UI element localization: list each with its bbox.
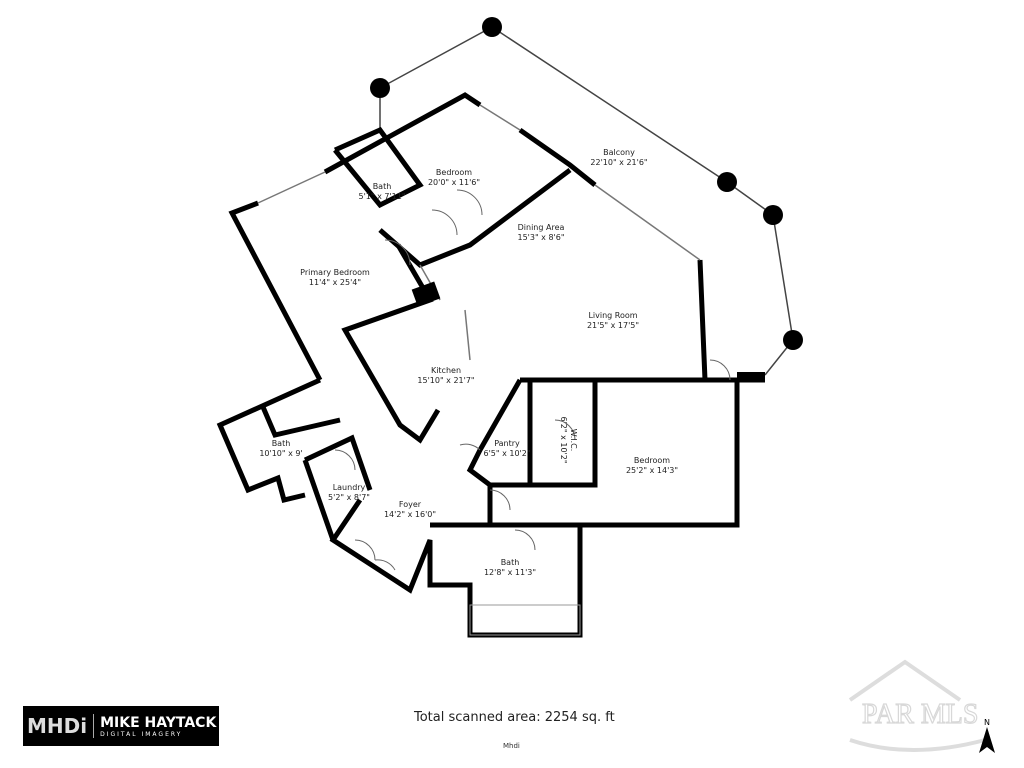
room-size: 15'10" x 21'7" (417, 376, 475, 385)
logo-mark: MHDi (23, 714, 95, 738)
room-name: W.I.C. (569, 428, 578, 452)
north-arrow-icon (979, 727, 995, 753)
column (411, 281, 441, 307)
room-size: 6'5" x 10'2" (483, 449, 531, 458)
room-name: Bedroom (435, 168, 473, 177)
room-name: Dining Area (517, 223, 565, 232)
room-name: Bath (271, 439, 291, 448)
room-size: 5'2" x 8'7" (328, 493, 370, 502)
room-size: 22'10" x 21'6" (590, 158, 648, 167)
room-name: Bath (500, 558, 520, 567)
logo-tagline: DIGITAL IMAGERY (100, 730, 183, 738)
room-name: Balcony (603, 148, 635, 157)
room-name: Bath (372, 182, 392, 191)
room-name: Bedroom (633, 456, 671, 465)
room-size: 25'2" x 14'3" (625, 466, 679, 475)
logo-name: MIKE HAYTACK (100, 714, 217, 731)
room-size: 21'5" x 17'5" (586, 321, 640, 330)
room-name: Laundry (332, 483, 366, 492)
room-name: Living Room (588, 311, 638, 320)
room-size: 11'4" x 25'4" (308, 278, 362, 287)
compass: N (975, 718, 999, 758)
room-size: 10'10" x 9' (259, 449, 303, 458)
room-name: Foyer (398, 500, 422, 509)
room-name: Kitchen (430, 366, 462, 375)
total-area: Total scanned area: 2254 sq. ft (414, 710, 615, 725)
room-size: 12'8" x 11'3" (483, 568, 537, 577)
shower (469, 604, 581, 636)
credit-text: Mhdi (503, 742, 520, 750)
room-name: Primary Bedroom (300, 268, 370, 277)
balcony-posts (370, 17, 803, 350)
room-size: 14'2" x 16'0" (383, 510, 437, 519)
walls (216, 92, 765, 638)
column (737, 372, 765, 382)
doors (334, 189, 731, 571)
room-size: 20'0" x 11'6" (427, 178, 481, 187)
room-name: Pantry (494, 439, 520, 448)
room-size: 15'3" x 8'6" (517, 233, 565, 242)
room-size: 6'2" x 10'2" (559, 416, 568, 464)
walls-thin (257, 104, 701, 361)
room-label-wic: W.I.C.6'2" x 10'2" (558, 416, 578, 463)
compass-north-label: N (984, 718, 990, 727)
room-size: 5'1" x 7'11" (358, 192, 406, 201)
